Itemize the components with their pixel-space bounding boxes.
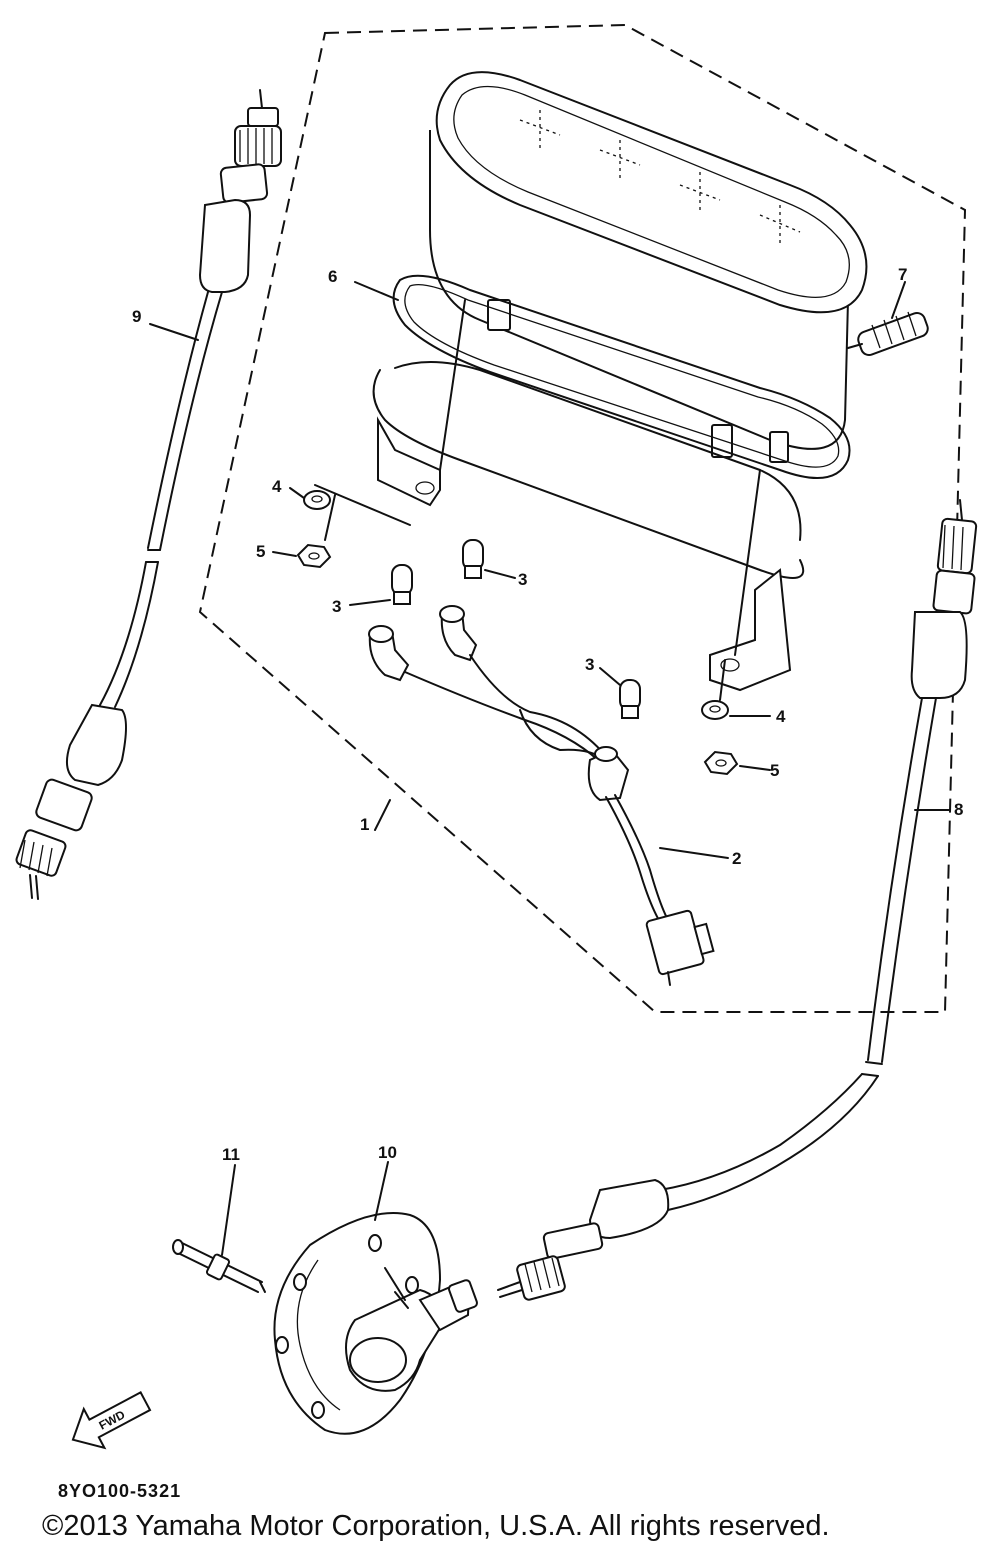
meter-housing: [429, 71, 929, 463]
wire-harness: [368, 605, 715, 986]
speedometer-cable-8: [497, 499, 978, 1301]
callout-leaders: [149, 281, 951, 1256]
callout-4b: 4: [776, 707, 786, 726]
assembly-boundary: [198, 23, 967, 1013]
callout-11: 11: [222, 1145, 240, 1164]
callout-8: 8: [954, 800, 963, 819]
bulb-2: [391, 564, 413, 605]
speedometer-cable-9: [15, 89, 282, 900]
callout-3a: 3: [518, 570, 527, 589]
callout-3c: 3: [585, 655, 594, 674]
callout-3b: 3: [332, 597, 341, 616]
forward-arrow-icon: FWD: [71, 1391, 152, 1450]
bulb-3: [619, 679, 641, 719]
copyright-notice: ©2013 Yamaha Motor Corporation, U.S.A. A…: [42, 1510, 830, 1542]
washer-right: [701, 700, 729, 720]
callout-4a: 4: [272, 477, 282, 496]
callout-6: 6: [328, 267, 337, 286]
bulb-1: [462, 539, 484, 579]
speedometer-gear-unit: [273, 1212, 478, 1435]
nut-right: [703, 750, 739, 776]
callout-9: 9: [132, 307, 141, 326]
nut-left: [296, 543, 332, 569]
callout-5a: 5: [256, 542, 265, 561]
gasket: [392, 274, 851, 479]
washer-left: [303, 490, 331, 510]
callout-5b: 5: [770, 761, 779, 780]
callout-10: 10: [378, 1143, 397, 1162]
bracket: [372, 361, 805, 692]
part-code: 8YO100-5321: [58, 1481, 181, 1501]
drive-shaft: [172, 1239, 266, 1293]
callout-7: 7: [898, 265, 907, 284]
callout-1: 1: [360, 815, 369, 834]
callout-2: 2: [732, 849, 741, 868]
